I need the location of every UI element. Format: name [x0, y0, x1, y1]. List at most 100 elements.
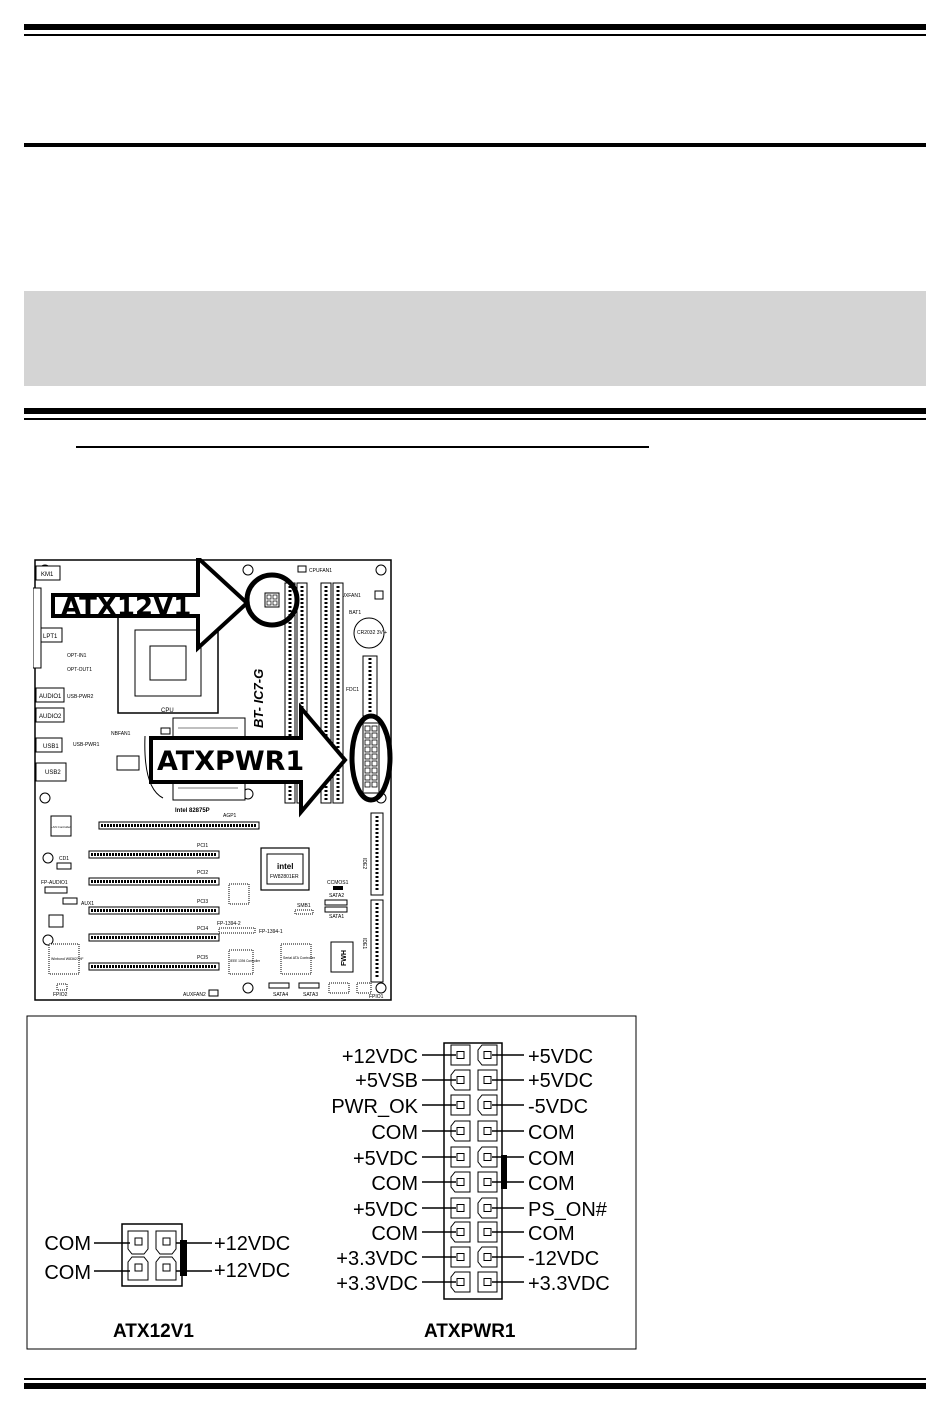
label-pci3: PCI3 — [197, 899, 208, 905]
atxpwr1-pin-contact — [456, 1278, 465, 1286]
atxpwr1-left-pin-9: +3.3VDC — [336, 1248, 418, 1270]
atxpwr1-right-pin-3: -5VDC — [528, 1096, 588, 1118]
label-nbfan1: NBFAN1 — [111, 731, 131, 737]
label-opt-out1: OPT-OUT1 — [67, 667, 92, 673]
atx12v1-left-pin-1: COM — [44, 1233, 91, 1255]
atxpwr1-pin-contact — [483, 1101, 492, 1109]
atx12v1-arrow — [51, 558, 250, 653]
atxpwr1-left-pin-4: COM — [371, 1122, 418, 1144]
label-pci4: PCI4 — [197, 926, 208, 932]
label-fpio1: FPIO1 — [369, 994, 384, 1000]
atxpwr1-pin-contact — [456, 1127, 465, 1135]
label-sata3: SATA3 — [303, 992, 318, 998]
atxpwr1-right-pin-4: COM — [528, 1122, 575, 1144]
bottom-rule-thick — [24, 1383, 926, 1389]
atxpwr1-callout: ATXPWR1 — [157, 746, 304, 777]
atxpwr1-pin-contact — [483, 1204, 492, 1212]
atxpwr1-right-pin-6: COM — [528, 1173, 575, 1195]
atxpwr1-pin-contact — [483, 1153, 492, 1161]
top-rule-thin — [24, 34, 926, 36]
atxpwr1-left-pin-3: PWR_OK — [331, 1096, 418, 1118]
atxpwr1-left-pin-10: +3.3VDC — [336, 1273, 418, 1295]
label-ieee-ctrl: IEEE 1394 Controller — [230, 959, 261, 963]
label-intel-82875p: Intel 82875P — [175, 808, 210, 814]
label-fdc1: FDC1 — [346, 687, 359, 693]
atxpwr1-pin-contact — [483, 1127, 492, 1135]
section-rule — [24, 143, 926, 147]
atxpwr1-pin-contact — [456, 1153, 465, 1161]
atx12v1-connector — [94, 1223, 212, 1287]
label-pci5: PCI5 — [197, 955, 208, 961]
label-usb1: USB1 — [43, 744, 59, 750]
atxpwr1-right-pin-5: COM — [528, 1148, 575, 1170]
atxpwr1-pin-contact — [456, 1101, 465, 1109]
label-fw82801er: FW82801ER — [270, 874, 299, 880]
label-cd1: CD1 — [59, 856, 69, 862]
label-lan-ctrl: LAN Controller — [51, 825, 71, 829]
atxpwr1-left-pin-5: +5VDC — [353, 1148, 418, 1170]
atxpwr1-pin-contact — [456, 1253, 465, 1261]
atxpwr1-right-pin-7: PS_ON# — [528, 1199, 608, 1221]
atxpwr1-pin-contact — [456, 1051, 465, 1059]
label-auxfan1: AUXFAN1 — [338, 593, 361, 599]
sub-rule-thin — [24, 418, 926, 420]
note-box — [24, 291, 926, 386]
label-smb1: SMB1 — [297, 903, 311, 909]
label-fwh: FWH — [341, 950, 348, 966]
atxpwr1-caption: ATXPWR1 — [424, 1321, 516, 1342]
label-cpufan1: CPUFAN1 — [309, 568, 332, 574]
atx12v1-caption: ATX12V1 — [113, 1321, 194, 1342]
label-fp-audio1: FP-AUDIO1 — [41, 880, 68, 886]
label-winbond: Winbond W83627HF — [51, 957, 84, 961]
atxpwr1-pin-contact — [483, 1051, 492, 1059]
label-fp1394-1: FP-1394-1 — [259, 929, 283, 935]
atxpwr1-pin-contact — [483, 1178, 492, 1186]
label-audio2: AUDIO2 — [39, 714, 62, 720]
label-auxfan2: AUXFAN2 — [183, 992, 206, 998]
atxpwr1-pin-contact — [483, 1076, 492, 1084]
atx12v1-right-pin-2: +12VDC — [214, 1260, 290, 1282]
label-bat1: BAT1 — [349, 610, 361, 616]
atx12v1-callout: ATX12V1 — [61, 592, 191, 622]
label-ide2: IDE2 — [361, 858, 367, 869]
atxpwr1-right-pin-8: COM — [528, 1223, 575, 1245]
atxpwr1-right-pin-10: +3.3VDC — [528, 1273, 610, 1295]
atx12v1-left-pin-2: COM — [44, 1262, 91, 1284]
heading-underline — [76, 446, 649, 448]
label-usb-pwr2: USB-PWR2 — [67, 694, 94, 700]
label-model: BT- IC7-G — [251, 669, 266, 728]
label-sata2: SATA2 — [329, 893, 344, 899]
label-pci2: PCI2 — [197, 870, 208, 876]
atxpwr1-pins — [422, 1044, 524, 1293]
label-aux1: AUX1 — [81, 901, 94, 907]
atxpwr1-left-pin-8: COM — [371, 1223, 418, 1245]
sub-rule-thick — [24, 408, 926, 414]
atxpwr1-pin-contact — [456, 1228, 465, 1236]
atxpwr1-right-pin-9: -12VDC — [528, 1248, 599, 1270]
label-intel-chip: intel — [277, 862, 293, 871]
atxpwr1-left-pin-2: +5VSB — [355, 1070, 418, 1092]
label-fpio2: FPIO2 — [53, 992, 68, 998]
label-lpt1: LPT1 — [43, 634, 58, 640]
atxpwr1-right-pin-1: +5VDC — [528, 1046, 593, 1068]
atxpwr1-left-pin-6: COM — [371, 1173, 418, 1195]
label-km1: KM1 — [41, 572, 54, 578]
atxpwr1-pin-contact — [456, 1076, 465, 1084]
atxpwr1-left-pin-7: +5VDC — [353, 1199, 418, 1221]
bottom-rule-thin — [24, 1378, 926, 1380]
label-sata1: SATA1 — [329, 914, 344, 920]
label-pci1: PCI1 — [197, 843, 208, 849]
top-rule-thick — [24, 24, 926, 30]
label-sata4: SATA4 — [273, 992, 288, 998]
label-audio1: AUDIO1 — [39, 694, 62, 700]
label-agp1: AGP1 — [223, 813, 237, 819]
label-ide1: IDE1 — [361, 938, 367, 949]
label-fp1394-2: FP-1394-2 — [217, 921, 241, 927]
atxpwr1-pin-contact — [483, 1228, 492, 1236]
atx12v1-right-pin-1: +12VDC — [214, 1233, 290, 1255]
atxpwr1-right-pin-2: +5VDC — [528, 1070, 593, 1092]
atxpwr1-pin-contact — [483, 1278, 492, 1286]
atxpwr1-highlight-circle — [349, 713, 393, 803]
atxpwr1-left-pin-1: +12VDC — [342, 1046, 418, 1068]
label-ccmos1: CCMOS1 — [327, 880, 349, 886]
